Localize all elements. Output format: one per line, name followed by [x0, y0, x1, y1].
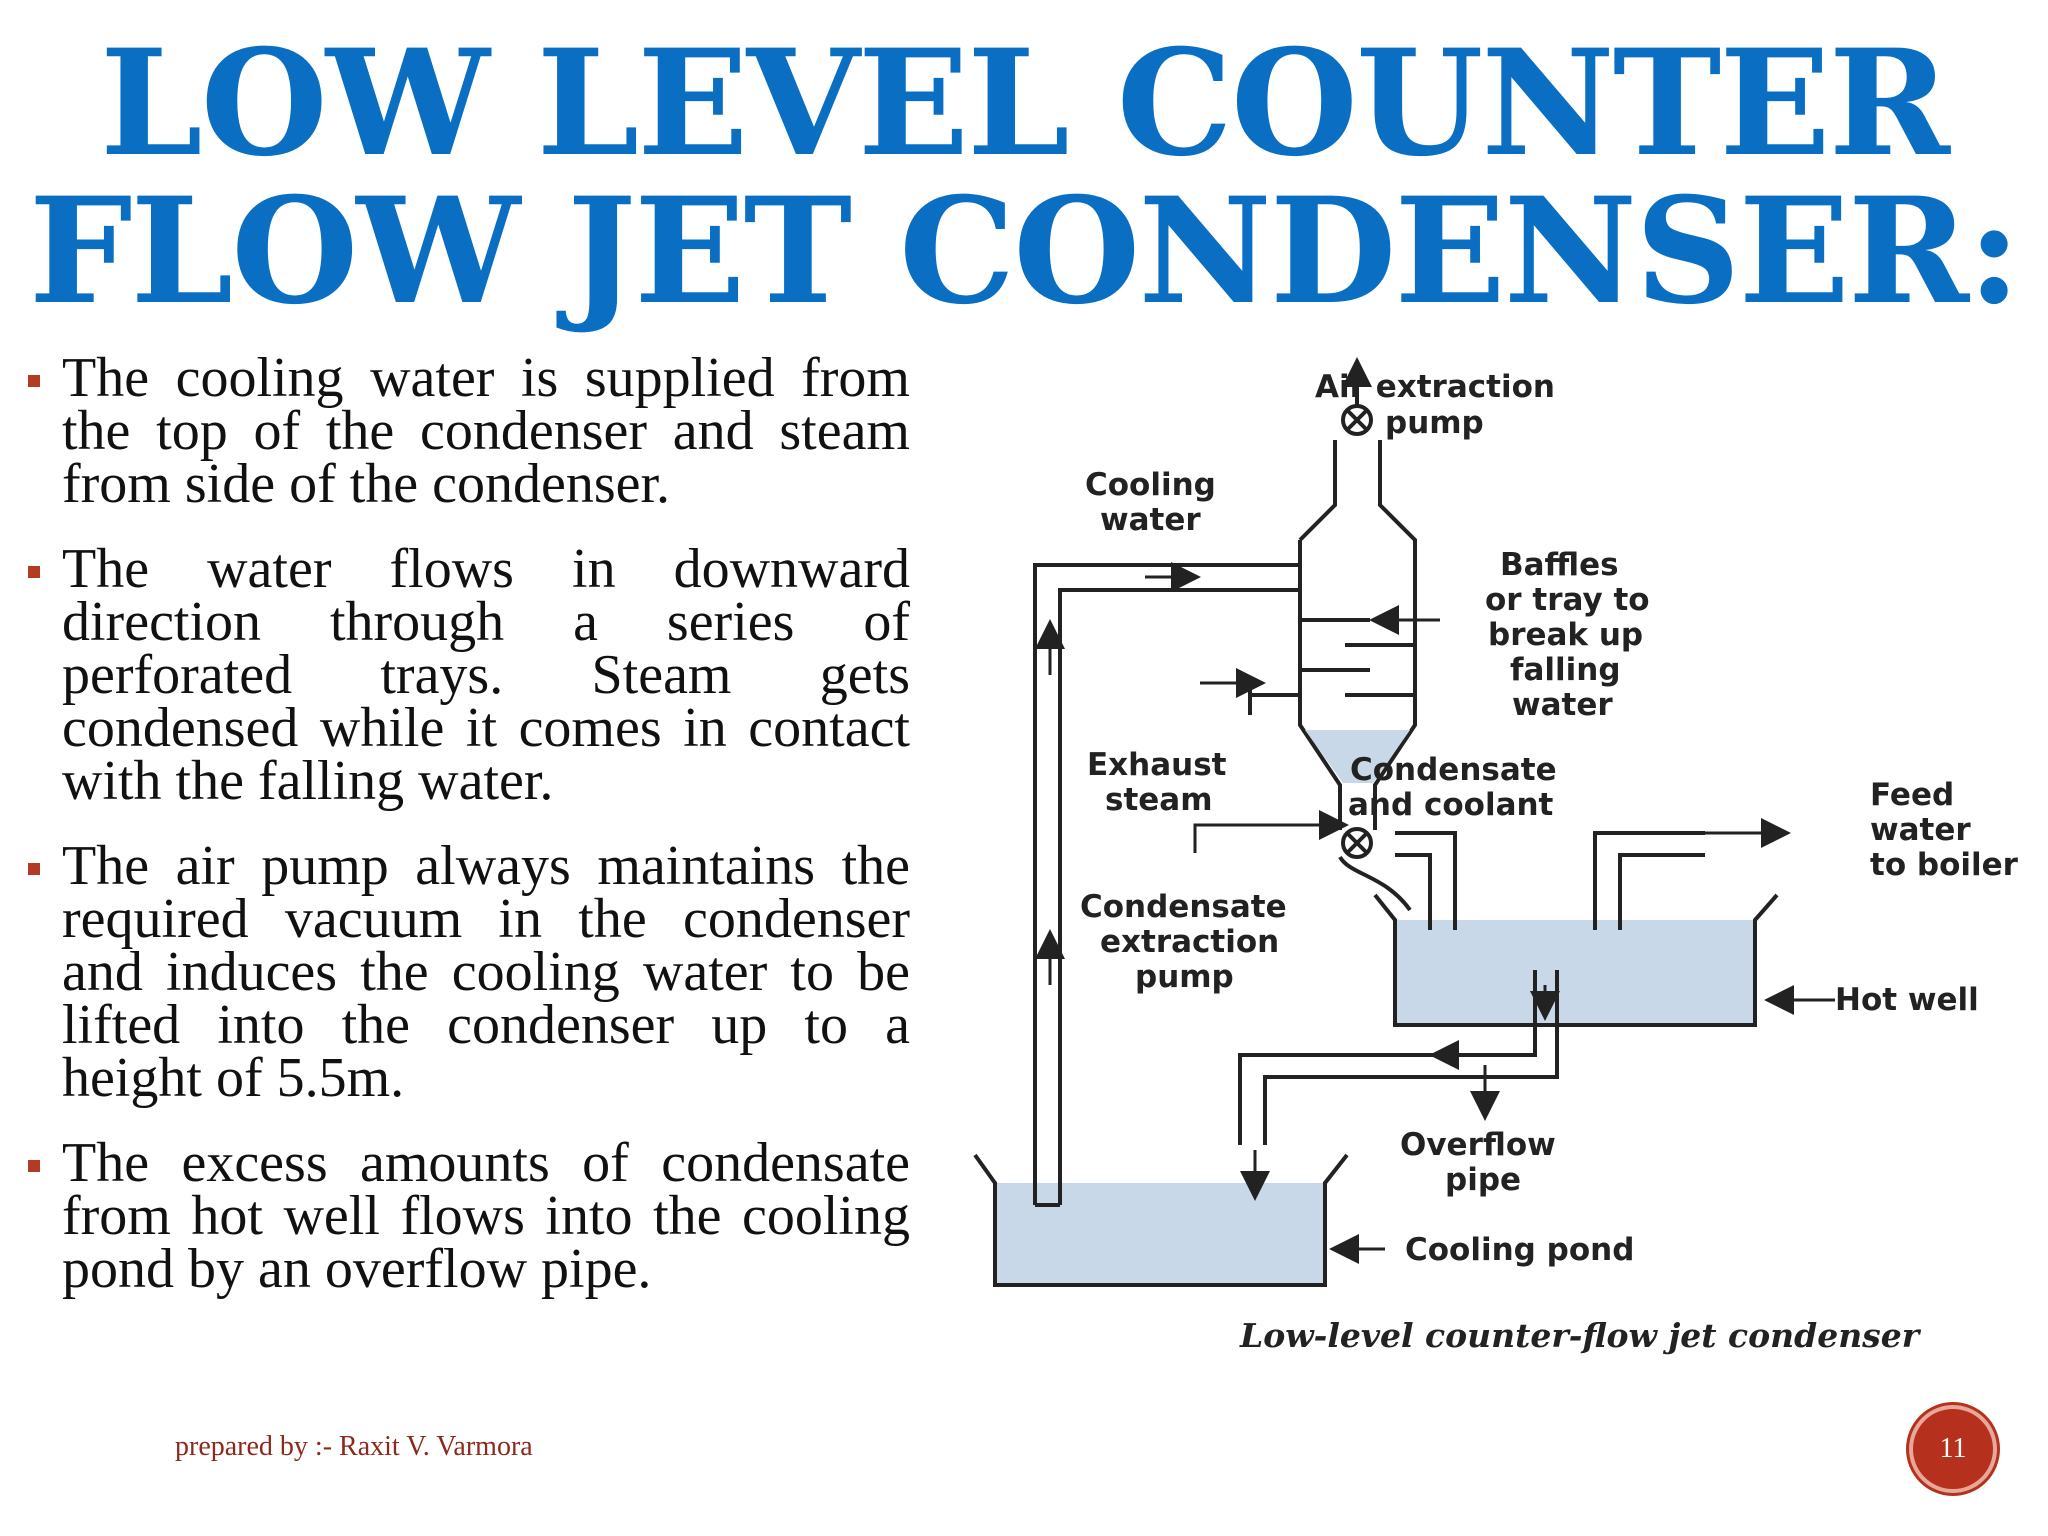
label-condensate-coolant-2: and coolant: [1348, 787, 1554, 823]
exhaust-steam-pipe: [1248, 685, 1300, 715]
label-hot-well: Hot well: [1835, 982, 1979, 1018]
condenser-shell: [1298, 440, 1417, 830]
bullet-text: The excess amounts of condensate from ho…: [62, 1132, 910, 1300]
bullet-item: The excess amounts of condensate from ho…: [26, 1135, 910, 1297]
feed-water-pipe: [1593, 831, 1705, 930]
bullet-text: The air pump always maintains the requir…: [62, 835, 910, 1109]
label-air-extraction-pump: pump: [1385, 405, 1484, 441]
footer-credit: prepared by :- Raxit V. Varmora: [175, 1431, 533, 1462]
label-baffles-3: break up: [1488, 617, 1643, 653]
inlet-to-hotwell: [1395, 831, 1457, 930]
bullet-list: The cooling water is supplied from the t…: [26, 350, 910, 1328]
title-line-1: LOW LEVEL COUNTER: [99, 18, 1950, 189]
bullet-marker: [28, 566, 40, 578]
label-feed-water: Feed: [1870, 777, 1954, 813]
label-exhaust: Exhaust: [1087, 747, 1227, 783]
bullet-item: The cooling water is supplied from the t…: [26, 350, 910, 512]
label-baffles-5: water: [1512, 687, 1613, 723]
condenser-diagram: Air extraction pump Cooling water Baffle…: [955, 355, 2045, 1375]
bullet-text: The water flows in downward direction th…: [62, 538, 910, 812]
cooling-water-pipe: [1033, 563, 1302, 1205]
bullet-item: The water flows in downward direction th…: [26, 541, 910, 809]
bullet-item: The air pump always maintains the requir…: [26, 838, 910, 1106]
slide-title: LOW LEVEL COUNTER FLOW JET CONDENSER:: [0, 30, 2048, 326]
label-exhaust-2: steam: [1105, 782, 1213, 818]
label-baffles: Baffles: [1500, 547, 1619, 583]
label-cep: Condensate: [1080, 889, 1287, 925]
label-cooling-pond: Cooling pond: [1405, 1232, 1634, 1268]
bullet-marker: [28, 863, 40, 875]
label-baffles-2: or tray to: [1485, 582, 1650, 618]
label-cooling-water-2: water: [1100, 502, 1201, 538]
label-cooling-water: Cooling: [1085, 467, 1216, 503]
hot-well-tank: [1373, 893, 1779, 1027]
label-feed-water-3: to boiler: [1870, 847, 2019, 883]
label-feed-water-2: water: [1870, 812, 1971, 848]
label-condensate-coolant: Condensate: [1350, 752, 1557, 788]
bullet-marker: [28, 375, 40, 387]
condensate-pipe: [1338, 855, 1412, 912]
label-baffles-4: falling: [1510, 652, 1621, 688]
baffle-tray: [1300, 618, 1415, 697]
bullet-marker: [28, 1160, 40, 1172]
label-air-extraction: Air extraction: [1315, 369, 1555, 405]
condenser-water: [1305, 730, 1410, 783]
bullet-text: The cooling water is supplied from the t…: [62, 347, 910, 515]
label-overflow: Overflow: [1400, 1127, 1556, 1163]
label-cep-3: pump: [1135, 959, 1234, 995]
label-overflow-2: pipe: [1445, 1162, 1521, 1198]
cooling-pond-tank: [973, 1153, 1349, 1287]
hot-well-water: [1395, 920, 1755, 1025]
label-cep-2: extraction: [1100, 924, 1279, 960]
cooling-pond-water: [995, 1183, 1325, 1285]
page-number-badge: 11: [1909, 1405, 1997, 1493]
title-line-2: FLOW JET CONDENSER:: [28, 166, 2021, 337]
diagram-caption: Low-level counter-flow jet condenser: [1239, 1316, 1922, 1355]
